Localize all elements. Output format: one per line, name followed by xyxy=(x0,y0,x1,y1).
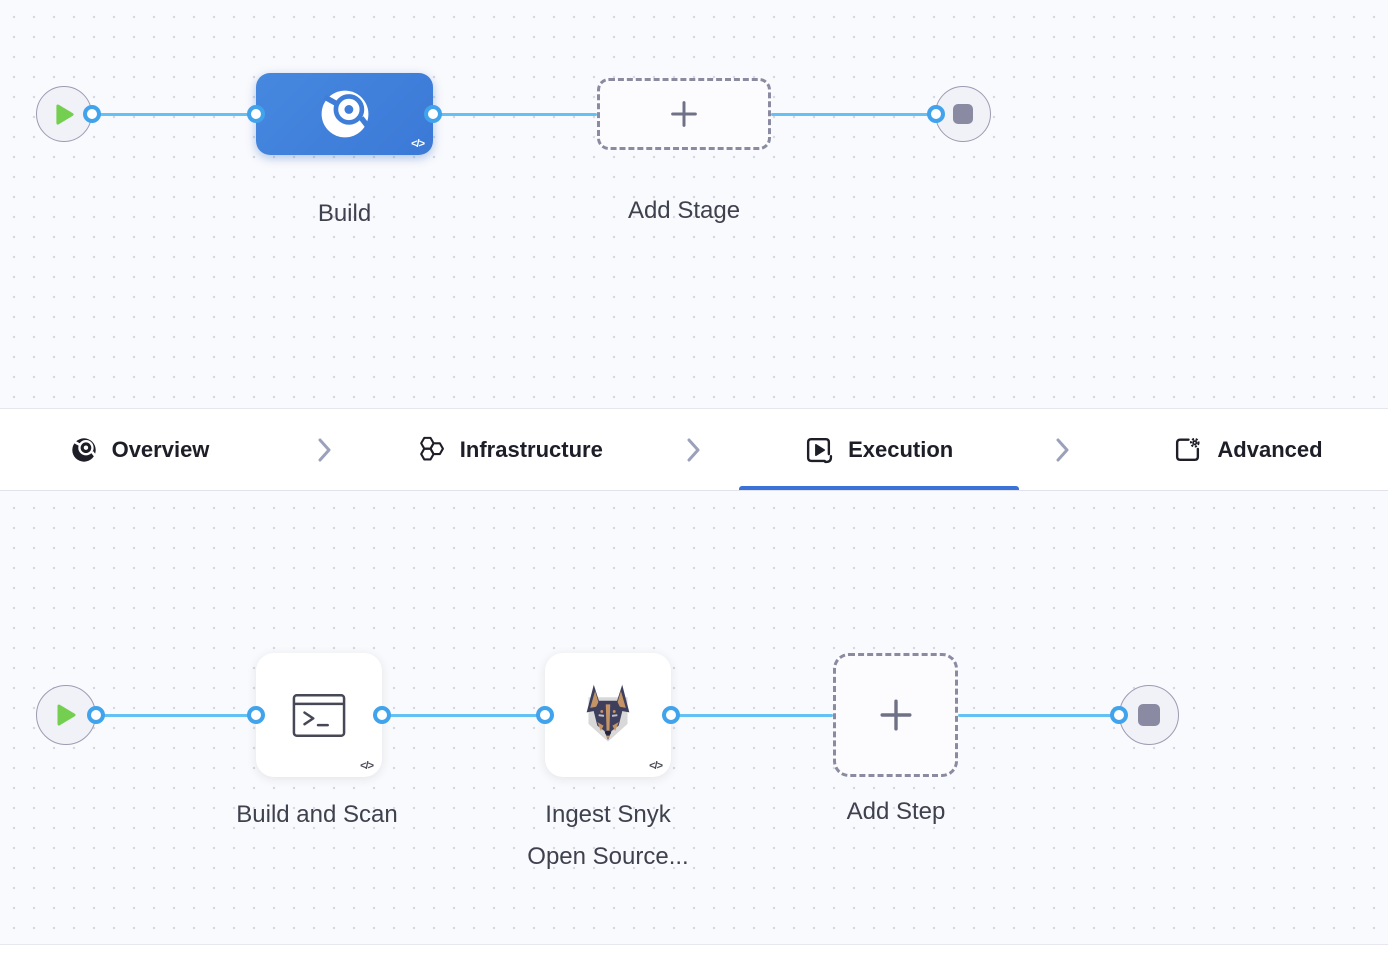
stage-config-tabbar: Overview Infrastructure Execution xyxy=(0,408,1388,491)
tab-infrastructure-label: Infrastructure xyxy=(459,436,603,462)
chevron-right-icon xyxy=(649,409,738,490)
tab-advanced-label: Advanced xyxy=(1217,436,1323,462)
step-label: Build and Scan xyxy=(236,801,398,828)
connector-line xyxy=(92,113,256,116)
stop-icon xyxy=(1138,704,1160,726)
tab-execution[interactable]: Execution xyxy=(738,409,1019,490)
stage-node-build[interactable]: </> xyxy=(256,73,433,155)
stop-icon xyxy=(953,104,973,124)
connector-port[interactable] xyxy=(424,105,442,123)
add-stage-button[interactable] xyxy=(597,78,771,150)
code-view-badge: </> xyxy=(649,760,663,772)
connector-port[interactable] xyxy=(83,105,101,123)
connector-port[interactable] xyxy=(87,706,105,724)
add-step-label: Add Step xyxy=(846,798,946,825)
code-view-badge: </> xyxy=(360,760,374,772)
connector-port[interactable] xyxy=(927,105,945,123)
connector-port[interactable] xyxy=(536,706,554,724)
plus-icon xyxy=(879,699,912,731)
execution-start-node xyxy=(36,685,96,745)
pipeline-start-node xyxy=(36,86,92,142)
tab-infrastructure[interactable]: Infrastructure xyxy=(369,409,649,490)
play-square-execution-icon xyxy=(807,437,833,464)
play-icon xyxy=(55,103,74,125)
play-icon xyxy=(57,704,76,726)
execution-end-node xyxy=(1119,685,1179,745)
snyk-doberman-icon xyxy=(586,684,630,742)
tab-overview-label: Overview xyxy=(111,436,210,462)
stage-pipeline-canvas[interactable]: </> Build Add Stage xyxy=(0,0,1388,408)
connector-line xyxy=(433,113,597,116)
connector-line xyxy=(671,714,833,717)
connector-port[interactable] xyxy=(247,706,265,724)
connector-port[interactable] xyxy=(1110,706,1128,724)
canvas-footer-strip xyxy=(0,944,1388,954)
plus-icon xyxy=(671,101,697,127)
stage-label: Build xyxy=(317,200,372,227)
connector-line xyxy=(771,113,936,116)
chevron-right-icon xyxy=(1019,409,1108,490)
connector-line xyxy=(382,714,545,717)
tab-advanced[interactable]: Advanced xyxy=(1108,409,1388,490)
step-node-build-and-scan[interactable]: </> xyxy=(256,653,382,777)
harness-ci-overview-icon xyxy=(71,437,97,462)
active-tab-underline xyxy=(738,486,1019,490)
code-view-badge: </> xyxy=(411,138,425,150)
connector-line xyxy=(958,714,1119,717)
execution-steps-canvas[interactable]: </> </> Build and Scan Ingest xyxy=(0,491,1388,944)
tab-execution-label: Execution xyxy=(848,436,954,462)
step-label: Ingest Snyk Open Source... xyxy=(527,801,689,870)
harness-ci-icon xyxy=(321,90,370,138)
terminal-icon xyxy=(292,693,346,737)
gear-square-advanced-icon xyxy=(1176,437,1200,462)
connector-port[interactable] xyxy=(662,706,680,724)
chevron-right-icon xyxy=(280,409,369,490)
connector-line xyxy=(96,714,256,717)
add-step-button[interactable] xyxy=(833,653,958,777)
connector-port[interactable] xyxy=(247,105,265,123)
tab-overview[interactable]: Overview xyxy=(0,409,280,490)
connector-port[interactable] xyxy=(373,706,391,724)
hexagons-infrastructure-icon xyxy=(419,436,444,461)
add-stage-label: Add Stage xyxy=(627,197,741,224)
step-node-ingest-snyk[interactable]: </> xyxy=(545,653,671,777)
